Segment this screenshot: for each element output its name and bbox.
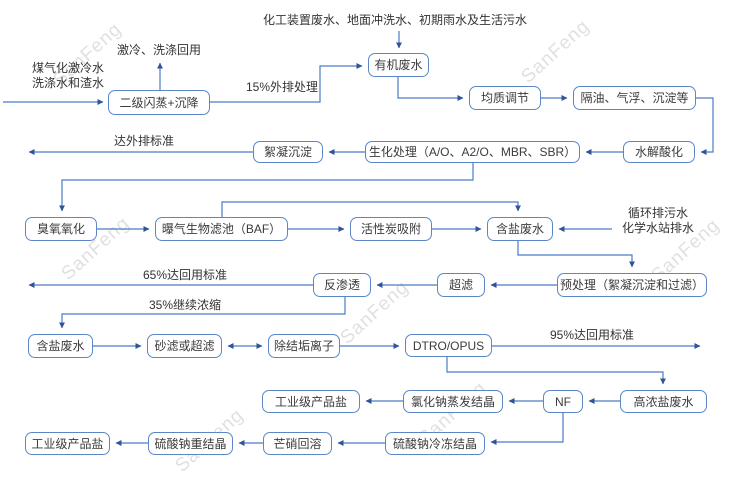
text-chemical-plant-source: 化工装置废水、地面冲洗水、初期雨水及生活污水 [263,13,528,27]
node-oil-separation-flotation: 隔油、气浮、沉淀等 [573,86,696,110]
node-ozone-oxidation: 臭氧氧化 [25,217,97,241]
node-pretreatment: 预处理（絮凝沉淀和过滤） [557,273,707,297]
label-95-percent-reuse: 95%达回用标准 [550,328,635,342]
node-sodium-sulfate-freezing-crystallization: 硫酸钠冷冻结晶 [385,432,485,455]
node-industrial-salt-2: 工业级产品盐 [25,432,110,455]
source-line: 化学水站排水 [621,221,694,235]
label-35-percent-concentrate: 35%继续浓缩 [149,298,222,312]
node-flocculation-sedimentation: 絮凝沉淀 [253,141,323,163]
node-reverse-osmosis: 反渗透 [313,273,371,297]
node-biochemical-treatment: 生化处理（A/O、A2/O、MBR、SBR） [365,141,580,163]
label-discharge-standard: 达外排标准 [114,134,175,148]
node-saline-wastewater-2: 含盐废水 [28,334,93,358]
node-high-conc-saline: 高浓盐废水 [620,390,707,413]
source-line: 煤气化激冷水 [31,61,104,75]
node-nacl-evaporation-crystallization: 氯化钠蒸发结晶 [403,390,503,413]
node-descaling-ion-removal: 除结垢离子 [268,334,340,358]
node-secondary-flash-settling: 二级闪蒸+沉降 [108,90,210,115]
node-baf: 曝气生物滤池（BAF） [155,217,288,241]
node-organic-wastewater: 有机废水 [368,53,429,77]
node-equalization: 均质调节 [469,86,541,110]
node-dtro-opus: DTRO/OPUS [405,334,492,357]
node-industrial-salt-1: 工业级产品盐 [262,390,360,413]
source-line: 洗涤水和渣水 [31,76,104,90]
text-circulating-blowdown: 循环排污水 化学水站排水 [614,206,702,236]
node-mirabilite-redissolve: 芒硝回溶 [263,432,332,455]
source-line: 循环排污水 [627,206,688,220]
node-nf: NF [543,390,583,413]
node-ultrafiltration: 超滤 [437,273,485,297]
text-coal-gasification-source: 煤气化激冷水 洗涤水和渣水 [28,61,108,91]
label-15-percent-outflow: 15%外排处理 [246,80,319,94]
node-saline-wastewater-1: 含盐废水 [487,217,553,241]
label-65-percent-reuse: 65%达回用标准 [143,268,228,282]
node-sand-or-ultrafilter: 砂滤或超滤 [147,334,222,358]
node-hydrolysis-acidification: 水解酸化 [623,141,695,163]
node-activated-carbon: 活性炭吸附 [350,217,432,241]
node-sodium-sulfate-recrystallization: 硫酸钠重结晶 [148,432,233,455]
label-quench-wash-reuse: 激冷、洗涤回用 [117,43,202,57]
